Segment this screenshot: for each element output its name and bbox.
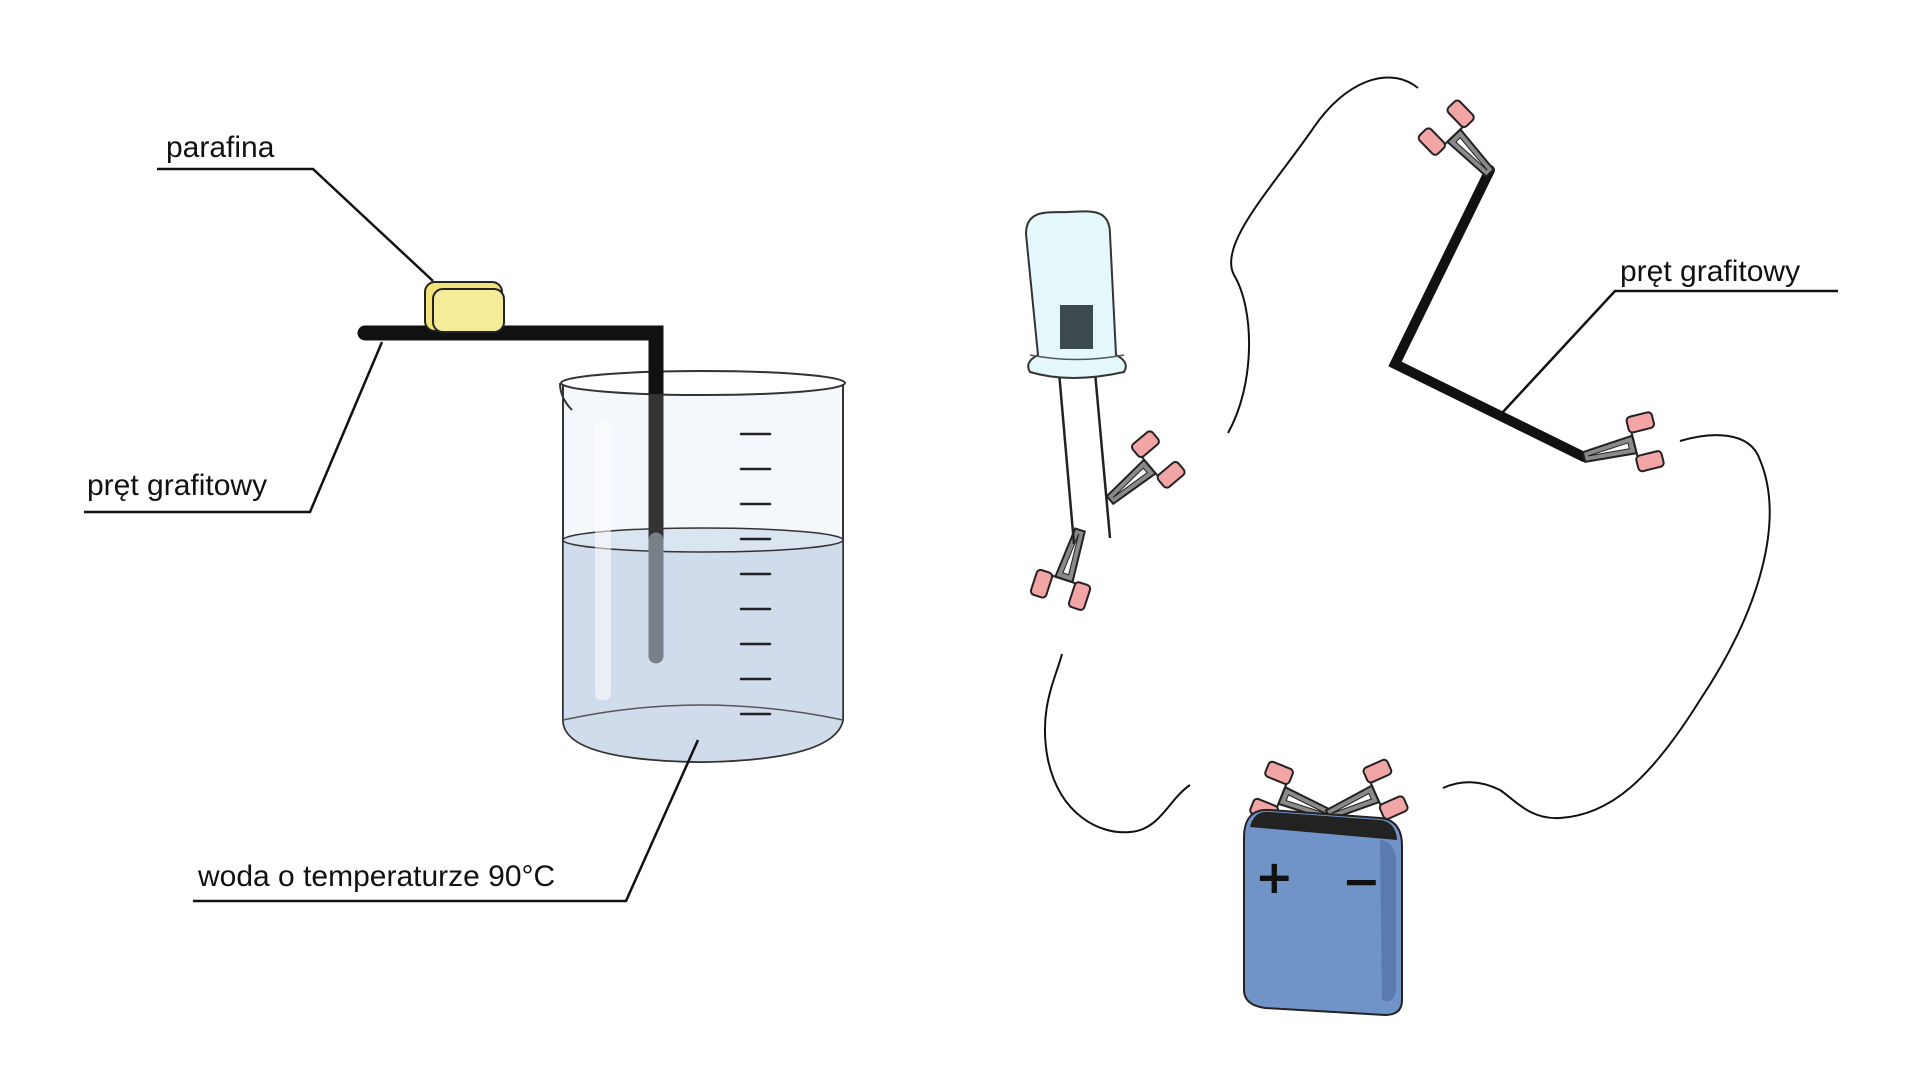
- battery: + −: [1243, 808, 1403, 1017]
- crocodile-clip-bulb-left: [1028, 520, 1108, 612]
- label-graphite-rod-left: pręt grafitowy: [87, 469, 267, 502]
- beaker-scale: [739, 432, 772, 716]
- crocodile-clip-top: [1416, 97, 1512, 194]
- crocodile-clip-rod-right: [1576, 410, 1666, 486]
- beaker: [559, 370, 846, 764]
- label-water: woda o temperaturze 90°C: [197, 860, 555, 893]
- graphite-rod-right: [1388, 165, 1589, 462]
- paraffin-block: [424, 281, 505, 333]
- label-paraffin: parafina: [166, 131, 275, 164]
- wires: [1044, 76, 1771, 834]
- label-graphite-rod-right: pręt grafitowy: [1620, 255, 1800, 288]
- battery-minus-sign: −: [1342, 854, 1381, 908]
- battery-plus-sign: +: [1255, 850, 1294, 904]
- light-bulb: [1024, 210, 1127, 545]
